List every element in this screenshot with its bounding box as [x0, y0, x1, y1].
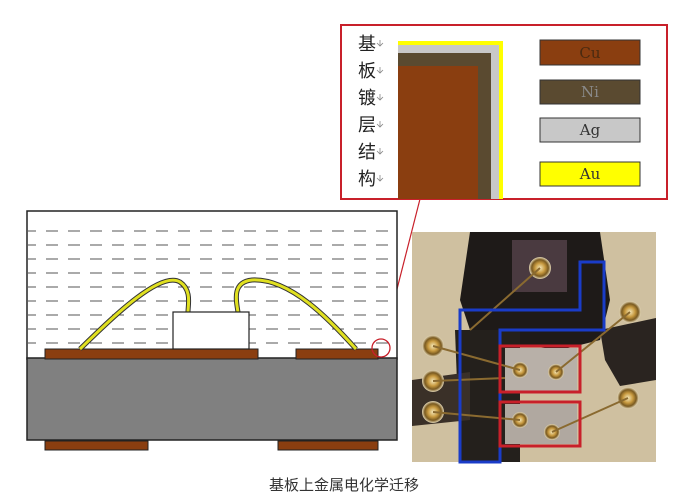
- legend-swatch-cu: [539, 39, 641, 66]
- substrate: [26, 357, 398, 441]
- photo-wires: [432, 267, 631, 433]
- legend-label-au: Au: [579, 165, 601, 183]
- inset-title-char-5: 结: [358, 142, 376, 163]
- plating-layers: [398, 41, 503, 199]
- bottom-pad-right: [277, 440, 379, 451]
- return-marks: [376, 40, 384, 182]
- legend-label-ni: Ni: [581, 83, 599, 101]
- photo-red-box-top: [498, 344, 582, 394]
- highlight-circle: [371, 338, 391, 358]
- inset-title-char-2: 板: [358, 61, 376, 82]
- inset-title-char-4: 层: [358, 115, 376, 136]
- chip-die: [172, 311, 250, 350]
- photo-blue-highlight: [458, 260, 606, 464]
- top-pad-right: [295, 348, 379, 360]
- inset-title-char-1: 基: [358, 34, 376, 55]
- legend-label-ag: Ag: [579, 121, 601, 139]
- legend-swatch-ni: [539, 79, 641, 105]
- legend-swatch-ag: [539, 117, 641, 143]
- plating-structure-inset: 基 板 镀 层 结 构 Cu Ni Ag: [340, 24, 668, 200]
- bottom-pad-left: [44, 440, 149, 451]
- inset-title-char-3: 镀: [358, 88, 376, 109]
- micrograph-photo: [412, 232, 656, 464]
- legend-label-cu: Cu: [579, 44, 600, 62]
- photo-red-box-bottom: [498, 400, 582, 448]
- inset-title-char-6: 构: [358, 169, 376, 190]
- top-pad-left: [44, 348, 259, 360]
- package-cross-section: [26, 210, 398, 451]
- figure-caption: 基板上金属电化学迁移: [268, 476, 419, 494]
- legend-swatch-au: [539, 161, 641, 187]
- cu-layer: [398, 66, 478, 199]
- legend: Cu Ni Ag Au: [539, 39, 641, 187]
